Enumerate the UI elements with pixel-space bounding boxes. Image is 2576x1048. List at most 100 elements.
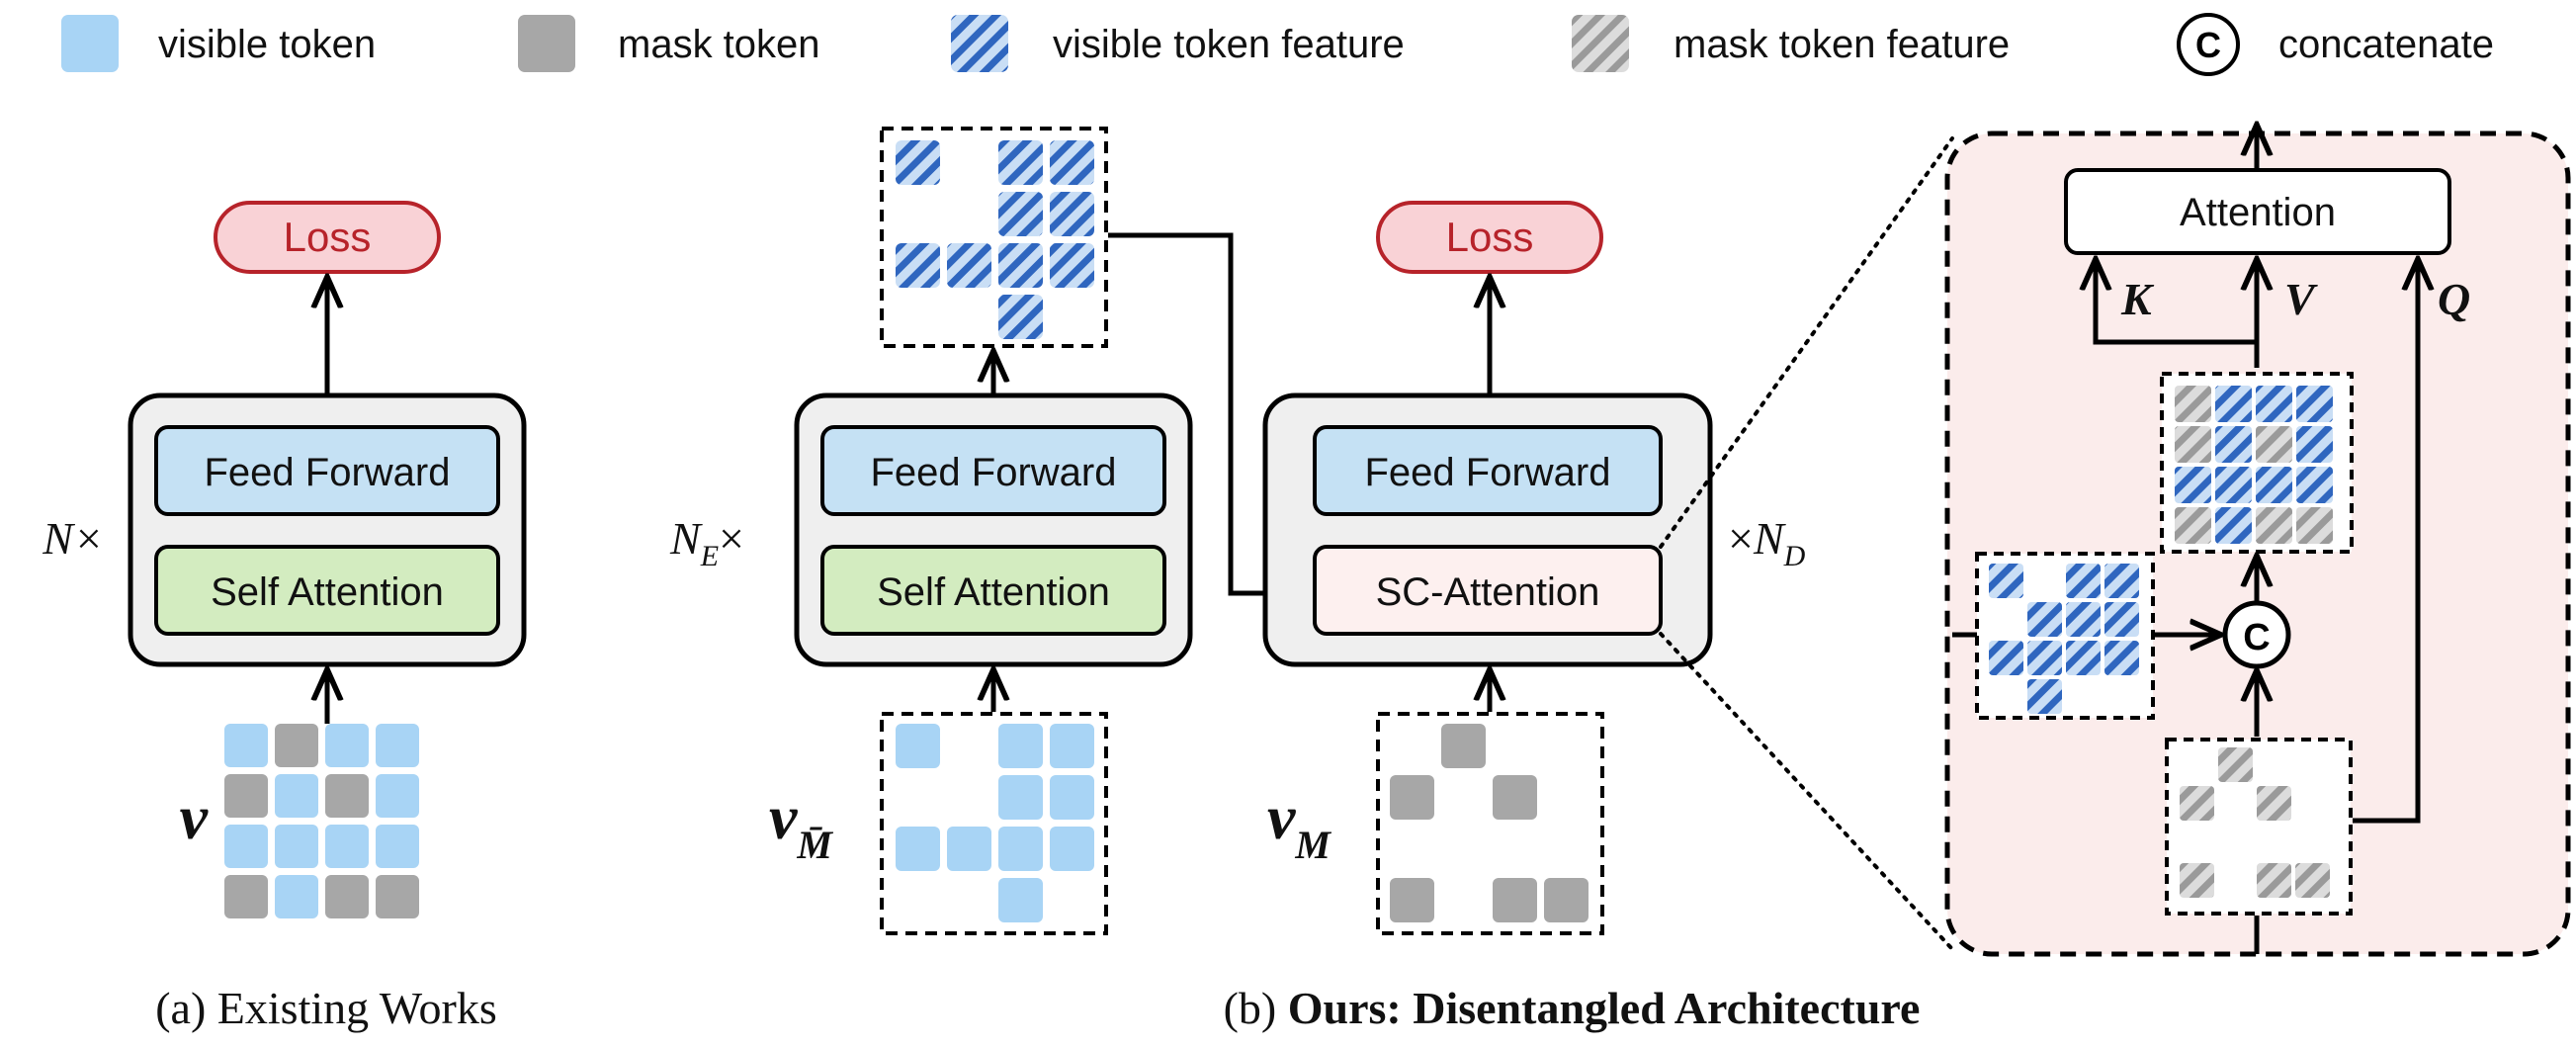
visible-token	[1050, 724, 1094, 768]
visible-token	[325, 825, 369, 868]
encoder-repeat-label: NE×	[669, 513, 744, 572]
encoder-feed-forward-box	[820, 425, 1166, 516]
mask-token	[1493, 775, 1537, 820]
decoder-loss-box	[1376, 201, 1603, 274]
visible-token-feature	[2104, 564, 2139, 598]
zoom-q-arrow	[2353, 259, 2418, 824]
encoder-self-attention-label: Self Attention	[877, 570, 1110, 614]
zoom-v-label: V	[2284, 274, 2318, 324]
legend-mask-token-swatch	[518, 15, 575, 72]
legend-concat-symbol: C	[2195, 25, 2221, 65]
visible-token-feature	[896, 140, 940, 185]
visible-token	[376, 724, 419, 767]
visible-token-feature	[2066, 564, 2101, 598]
panel-a-self-attention-label: Self Attention	[211, 570, 444, 614]
zoom-attention-box	[2064, 168, 2451, 255]
mask-token-feature	[2256, 507, 2292, 544]
mask-token-feature	[2180, 786, 2214, 821]
panel-b-caption: (b) Ours: Disentangled Architecture	[1224, 983, 1921, 1033]
zoom-guide-bottom	[1659, 632, 1954, 951]
zoom-visible-feature-grid	[1989, 564, 2139, 714]
mask-token-feature	[2175, 507, 2211, 544]
visible-token-feature	[2296, 426, 2333, 463]
legend-mask-feature-label: mask token feature	[1674, 23, 2010, 66]
visible-token-feature	[2215, 426, 2252, 463]
visible-token	[998, 827, 1043, 871]
panel-a-loss-box	[214, 201, 441, 274]
visible-token-feature	[998, 192, 1043, 236]
mask-token-feature	[2175, 386, 2211, 422]
sc-attention-box	[1313, 545, 1663, 636]
visible-token-feature	[2066, 641, 2101, 675]
visible-token	[896, 827, 940, 871]
mask-token	[1390, 775, 1434, 820]
visible-token-feature	[2296, 467, 2333, 503]
mask-token	[325, 875, 369, 918]
visible-token-feature	[2256, 467, 2292, 503]
visible-token-feature	[2104, 602, 2139, 637]
legend-concat-icon	[2177, 13, 2240, 76]
visible-token-feature	[1989, 641, 2023, 675]
panel-a-caption: (a) Existing Works	[155, 983, 497, 1033]
mask-token-feature	[2175, 426, 2211, 463]
mask-token	[1544, 878, 1589, 922]
zoom-mask-feature-grid	[2180, 747, 2330, 898]
visible-token-feature	[2256, 386, 2292, 422]
mask-token	[325, 774, 369, 818]
mask-token	[1390, 878, 1434, 922]
zoom-guide-top	[1659, 136, 1954, 549]
mask-token	[224, 875, 268, 918]
panel-a: Loss Feed Forward Self Attention N× v (a…	[42, 201, 527, 1033]
visible-token-feature	[2066, 602, 2101, 637]
panel-a-loss-label: Loss	[284, 214, 372, 260]
visible-token-feature	[2104, 641, 2139, 675]
visible-token-feature	[998, 140, 1043, 185]
visible-token	[1050, 775, 1094, 820]
mask-token-feature	[2257, 786, 2291, 821]
panel-a-self-attention-box	[154, 545, 500, 636]
visible-token-feature	[2027, 679, 2062, 714]
sc-attention-zoom: Attention K V Q C	[1944, 125, 2571, 957]
zoom-k-label: K	[2120, 274, 2155, 324]
legend: visible token mask token visible token f…	[61, 13, 2494, 76]
legend-visible-token-label: visible token	[158, 23, 376, 66]
zoom-concat-feature-grid	[2175, 386, 2333, 544]
decoder-input-label: vM	[1267, 782, 1331, 867]
legend-mask-feature-swatch	[1572, 15, 1629, 72]
visible-token	[998, 878, 1043, 922]
zoom-attention-label: Attention	[2180, 191, 2336, 234]
visible-token-feature	[2027, 602, 2062, 637]
visible-token	[376, 825, 419, 868]
panel-a-repeat-label: N×	[42, 513, 104, 564]
visible-token-feature	[1989, 564, 2023, 598]
visible-token-feature	[998, 243, 1043, 288]
panel-b-encoder: Feed Forward Self Attention NE× vM̄	[669, 127, 1193, 935]
mask-token	[376, 875, 419, 918]
visible-token	[275, 875, 318, 918]
legend-visible-feature-swatch	[951, 15, 1008, 72]
encoder-input-label: vM̄	[769, 782, 833, 867]
mask-token-feature	[2296, 507, 2333, 544]
visible-token	[224, 724, 268, 767]
legend-visible-feature-label: visible token feature	[1053, 23, 1405, 66]
visible-token	[998, 724, 1043, 768]
visible-token	[275, 825, 318, 868]
visible-token-feature	[2175, 467, 2211, 503]
visible-token	[275, 774, 318, 818]
panel-a-input-label: v	[180, 782, 209, 852]
decoder-feed-forward-box	[1313, 425, 1663, 516]
mask-token-feature	[2218, 747, 2253, 782]
encoder-output-feature-grid	[896, 140, 1094, 339]
encoder-self-attention-box	[820, 545, 1166, 636]
panel-a-feed-forward-label: Feed Forward	[205, 451, 451, 494]
decoder-feed-forward-label: Feed Forward	[1365, 451, 1611, 494]
mask-token	[1441, 724, 1486, 768]
visible-token	[998, 775, 1043, 820]
visible-token-feature	[2027, 641, 2062, 675]
visible-token-feature	[998, 295, 1043, 339]
visible-token-feature	[2215, 386, 2252, 422]
visible-token-feature	[1050, 140, 1094, 185]
sc-attention-label: SC-Attention	[1376, 570, 1600, 614]
visible-token	[224, 825, 268, 868]
